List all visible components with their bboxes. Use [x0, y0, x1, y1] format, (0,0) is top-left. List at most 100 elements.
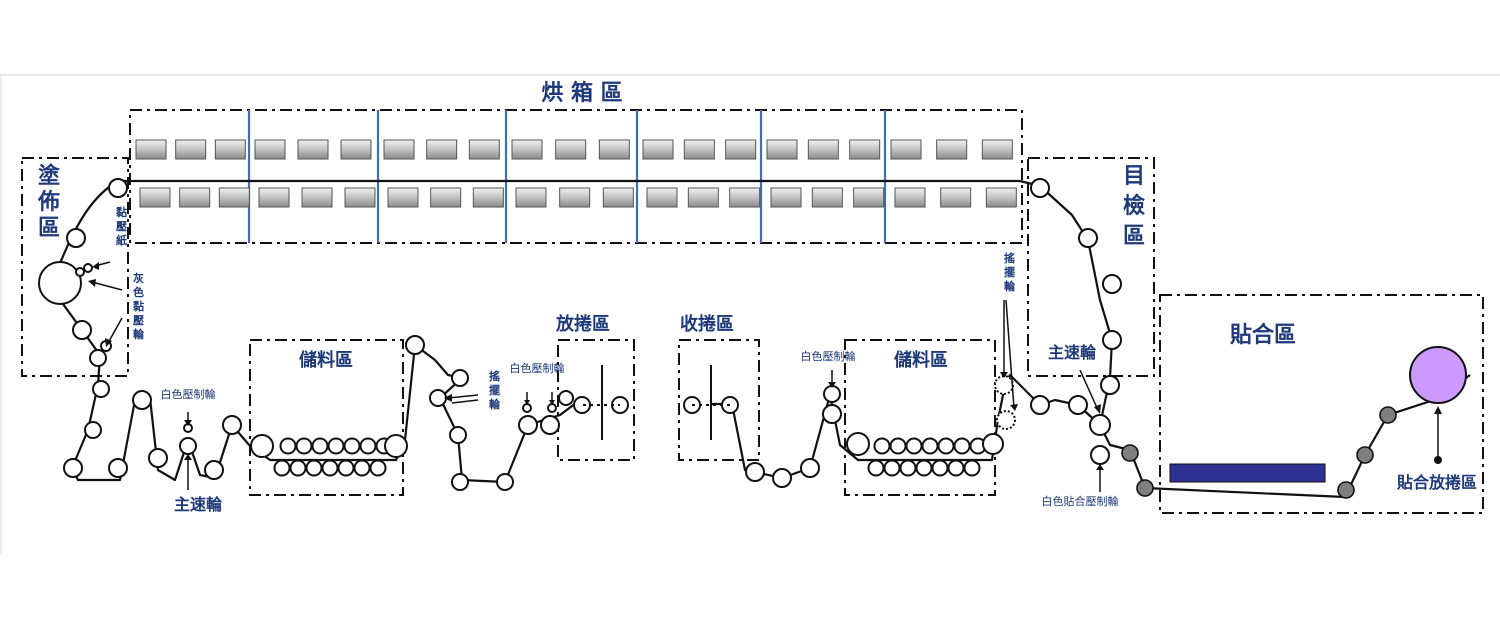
storage-roll: [311, 437, 329, 455]
heater-element: [344, 187, 376, 208]
rewind-rolls: [683, 365, 739, 440]
heater-element: [890, 139, 922, 160]
heater-element: [985, 187, 1017, 208]
unwind-zone-label: 放捲區: [555, 313, 610, 335]
oven-heaters: [135, 139, 1017, 208]
storage-roll: [337, 459, 355, 477]
heater-element: [729, 187, 761, 208]
heater-element: [430, 187, 462, 208]
web-path-right: [710, 179, 1114, 480]
main-speed-right-label: 主速輪: [1048, 343, 1097, 362]
heater-element: [297, 139, 329, 160]
heater-element: [940, 187, 972, 208]
storage-roll: [873, 437, 891, 455]
white-press-right-label: 白色壓制輪: [801, 349, 856, 363]
storage-roll: [931, 459, 949, 477]
heater-element: [642, 139, 674, 160]
white-press-left-label: 白色壓制輪: [161, 387, 216, 401]
heater-element: [179, 187, 211, 208]
laminate-bar: [1169, 463, 1326, 483]
annotation-arrows: [88, 261, 1442, 492]
inspection-zone-box: [1027, 157, 1155, 377]
white-press-mid-label: 白色壓制輪: [510, 361, 565, 375]
oven-separators: [247, 110, 887, 243]
inspection-rolls: [982, 178, 1122, 465]
heater-element: [340, 139, 372, 160]
storage-roll: [921, 437, 939, 455]
storage-roll: [359, 437, 377, 455]
rewind-zone-label: 收捲區: [680, 313, 734, 335]
storage-roll: [289, 459, 307, 477]
oven-zone-label: 烘 箱 區: [541, 80, 622, 106]
storage-roll: [343, 437, 361, 455]
storage-right-rolls: [867, 437, 987, 477]
laminate-gray-rolls: [1121, 406, 1397, 499]
heater-element: [683, 139, 715, 160]
storage-roll: [937, 437, 955, 455]
swing-left-label: 搖擺輪: [489, 369, 501, 411]
heater-element: [725, 139, 757, 160]
inspection-zone-label: 目檢區: [1123, 164, 1145, 249]
heater-element: [894, 187, 926, 208]
heater-element: [472, 187, 504, 208]
heater-element: [511, 139, 543, 160]
gray-press-wheel-label: 灰色黏壓輪: [133, 271, 145, 341]
heater-element: [849, 139, 881, 160]
heater-element: [301, 187, 333, 208]
mid-left-rolls: [384, 335, 574, 491]
storage-right-label: 儲料區: [894, 349, 948, 371]
heater-element: [515, 187, 547, 208]
coating-zone-label: 塗佈區: [37, 163, 60, 241]
heater-element: [175, 139, 207, 160]
unwind-rolls: [573, 365, 629, 440]
heater-element: [387, 187, 419, 208]
heater-element: [135, 139, 167, 160]
storage-roll: [273, 459, 291, 477]
heater-element: [218, 187, 250, 208]
heater-element: [559, 187, 591, 208]
coating-zone-box: [21, 157, 129, 377]
heater-element: [811, 187, 843, 208]
storage-roll: [889, 437, 907, 455]
heater-element: [468, 139, 500, 160]
laminate-roll: [1409, 346, 1467, 404]
storage-roll: [353, 459, 371, 477]
main-speed-left-label: 主速輪: [174, 495, 223, 514]
heater-element: [139, 187, 171, 208]
lower-left-rolls: [63, 380, 274, 480]
storage-roll: [295, 437, 313, 455]
storage-left-label: 儲料區: [299, 349, 353, 371]
laminate-zone-box: [1159, 294, 1484, 514]
heater-element: [853, 187, 885, 208]
heater-element: [258, 187, 290, 208]
heater-element: [555, 139, 587, 160]
heater-element: [807, 139, 839, 160]
storage-roll: [883, 459, 901, 477]
storage-roll: [279, 437, 297, 455]
mid-right-rolls: [745, 385, 870, 488]
oven-zone-box: [129, 109, 1023, 244]
heater-element: [766, 139, 798, 160]
laminate-zone-label: 貼合區: [1230, 322, 1296, 348]
storage-roll: [915, 459, 933, 477]
white-laminate-press-label: 白色貼合壓制輪: [1042, 494, 1119, 508]
storage-roll: [369, 459, 387, 477]
storage-roll: [905, 437, 923, 455]
laminate-rewind-label: 貼合放捲區: [1397, 473, 1477, 492]
storage-roll: [953, 437, 971, 455]
storage-roll: [305, 459, 323, 477]
heater-element: [383, 139, 415, 160]
storage-left-rolls: [273, 437, 393, 477]
storage-right-zone-box: [844, 339, 996, 496]
heater-element: [646, 187, 678, 208]
heater-element: [598, 139, 630, 160]
heater-element: [981, 139, 1013, 160]
storage-roll: [963, 459, 981, 477]
heater-element: [936, 139, 968, 160]
swing-right-label: 搖擺輪: [1004, 251, 1016, 293]
storage-roll: [947, 459, 965, 477]
release-paper-label: 黏壓紙: [116, 205, 127, 247]
heater-element: [254, 139, 286, 160]
storage-left-zone-box: [249, 339, 404, 496]
